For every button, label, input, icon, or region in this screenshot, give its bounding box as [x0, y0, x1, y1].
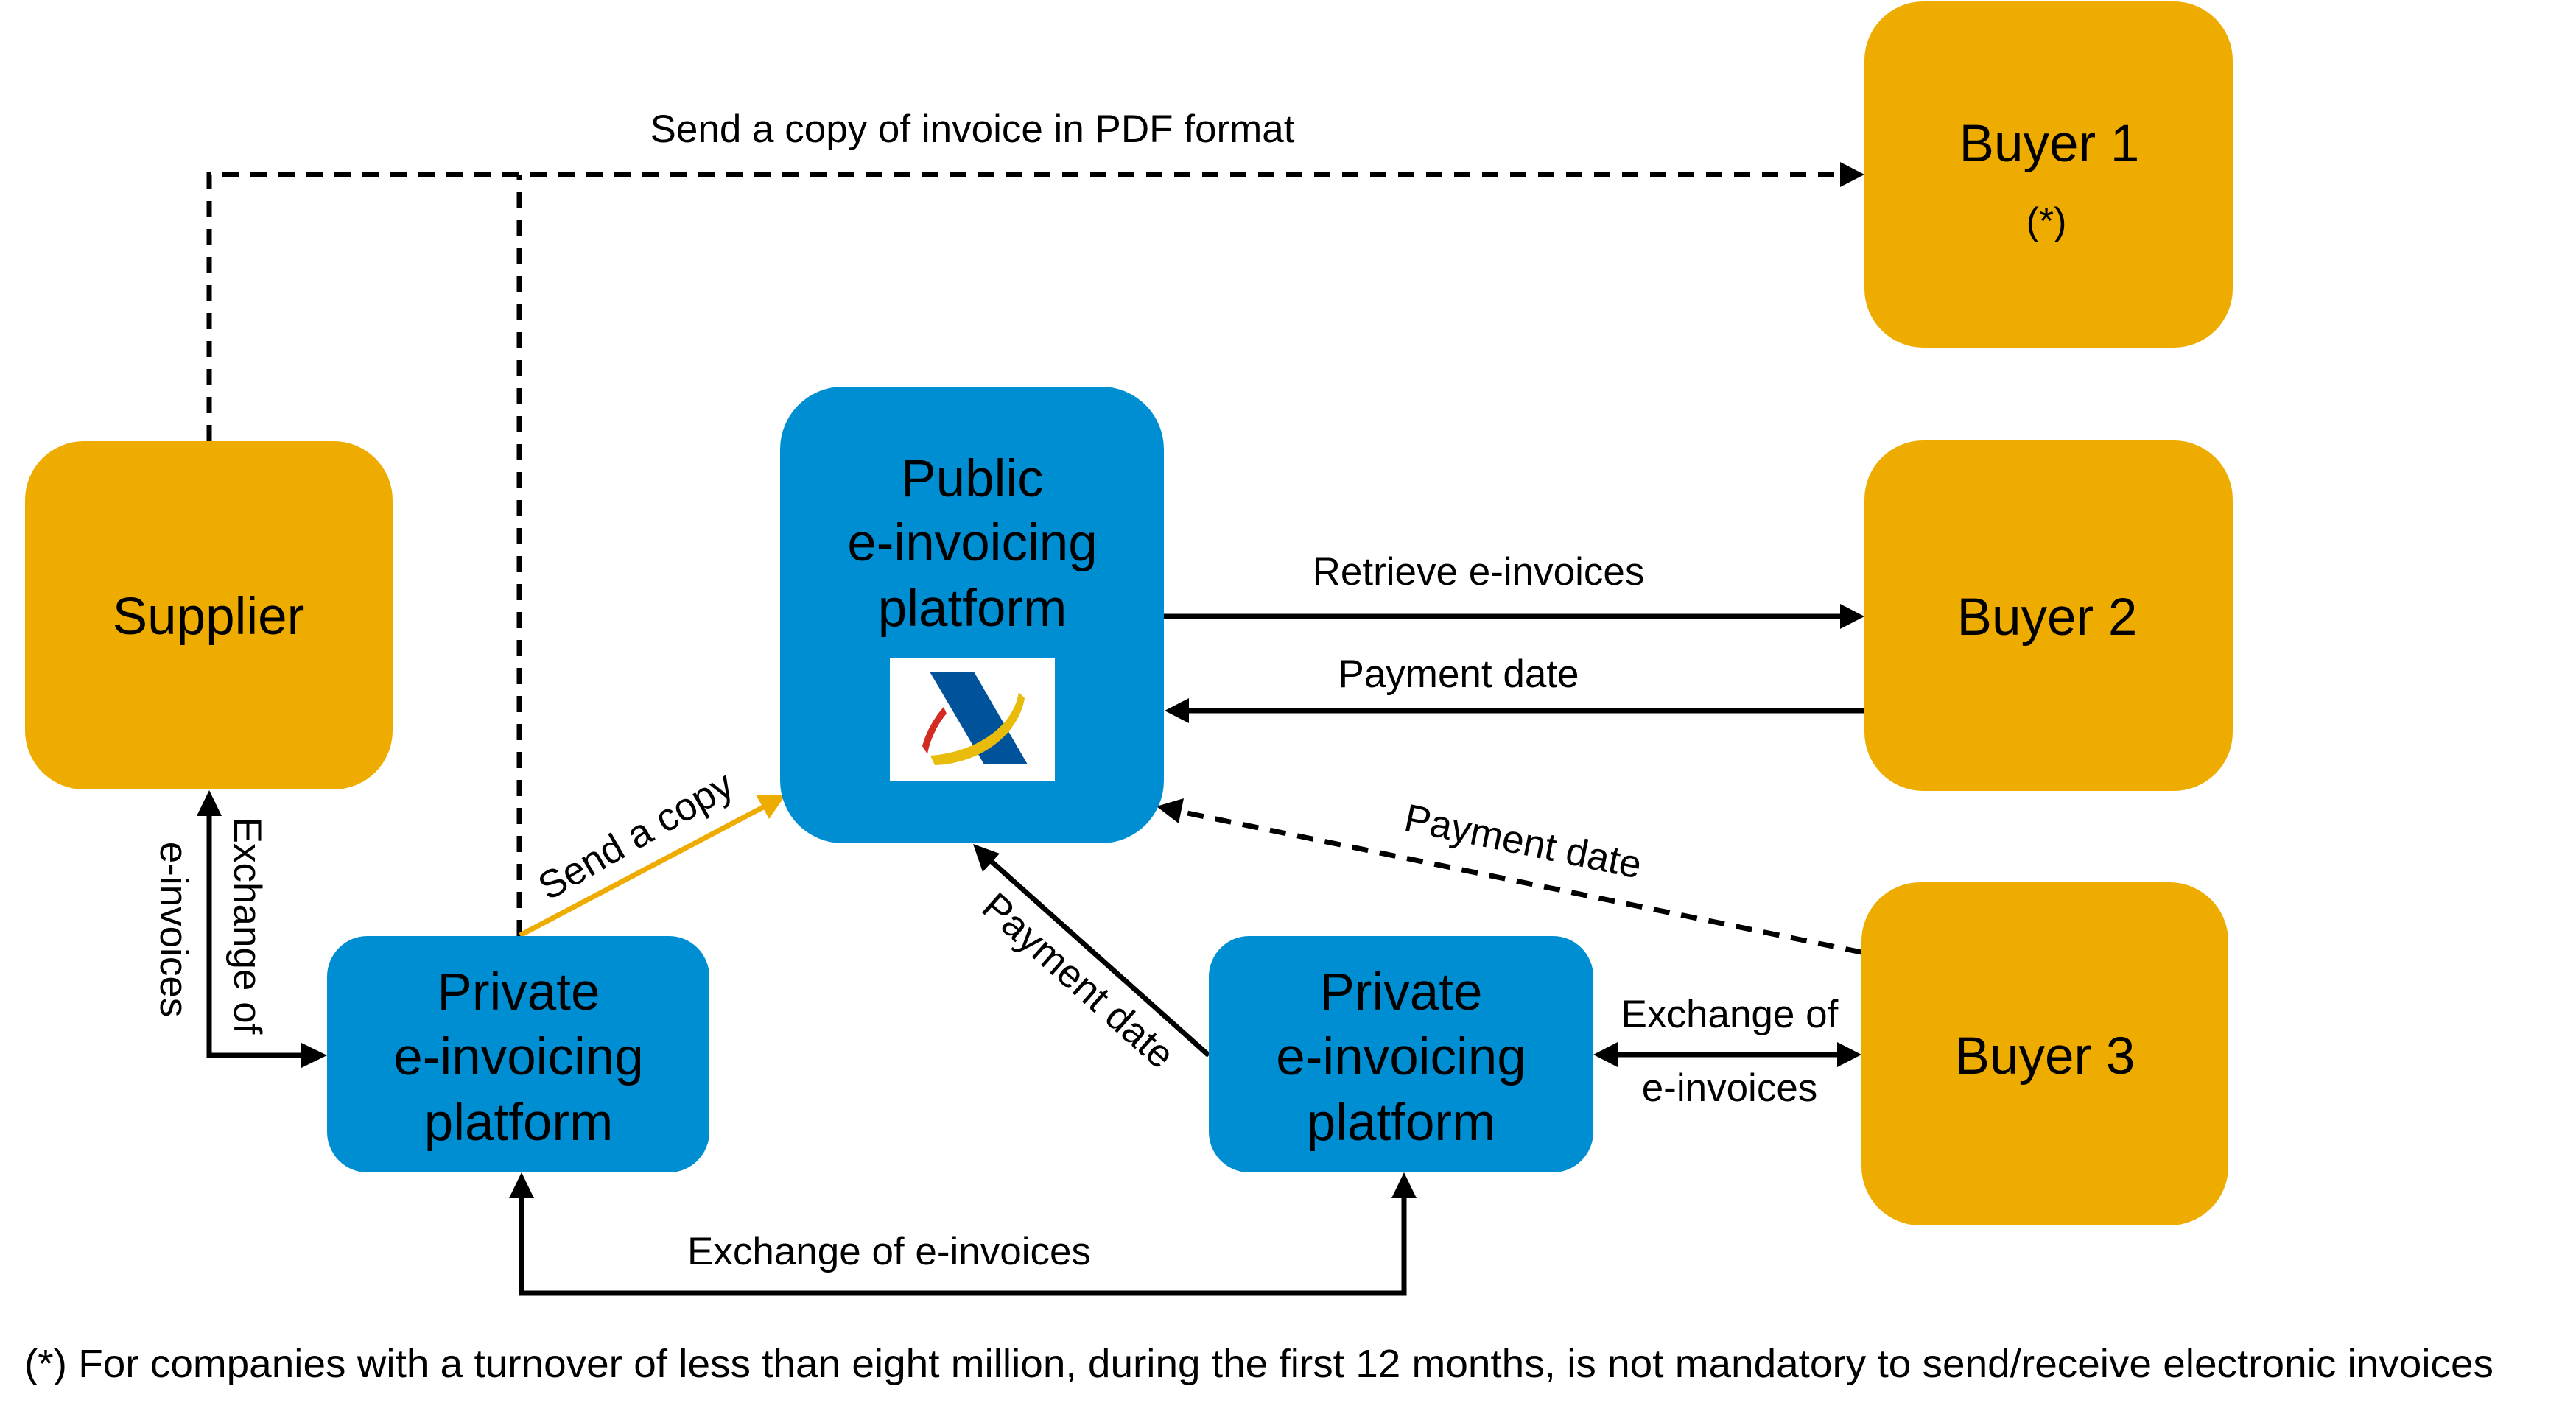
edge-retrieve: Retrieve e-invoices [1164, 550, 1864, 629]
edge-payment-buyer3: Payment date [1157, 796, 1862, 955]
private-left-line3: platform [424, 1094, 613, 1152]
supplier-box [25, 441, 393, 789]
private-right-line3: platform [1307, 1094, 1495, 1152]
edge-payment-private: Payment date [973, 844, 1211, 1077]
retrieve-label: Retrieve e-invoices [1313, 550, 1645, 594]
node-buyer2: Buyer 2 [1864, 440, 2233, 791]
node-public-platform: Public e-invoicing platform [780, 387, 1164, 843]
arrowhead-to-buyer2 [1840, 604, 1864, 629]
pdf-copy-label: Send a copy of invoice in PDF format [650, 108, 1295, 151]
buyer1-note: (*) [2026, 200, 2067, 243]
logo-blue-stroke [930, 672, 1028, 764]
arrowhead-to-private-right-bottom [1391, 1172, 1417, 1198]
private-right-line1: Private [1320, 963, 1483, 1021]
arrowhead-to-supplier [197, 790, 222, 816]
node-buyer1: Buyer 1 (*) [1864, 1, 2233, 348]
private-right-line2: e-invoicing [1276, 1028, 1526, 1086]
public-platform-line1: Public [901, 450, 1043, 508]
arrowhead-to-buyer3 [1837, 1042, 1861, 1067]
supplier-private-line [206, 814, 303, 1058]
payment-buyer2-label: Payment date [1338, 653, 1579, 696]
payment-private-line [988, 858, 1211, 1058]
arrowhead-payment-buyer2 [1165, 698, 1189, 723]
edge-supplier-private: Exchange of e-invoices [152, 790, 327, 1068]
buyer1-label: Buyer 1 [1959, 115, 2140, 173]
buyer1-box [1864, 1, 2233, 348]
public-platform-box [780, 387, 1164, 843]
supplier-private-label-line2: e-invoices [152, 842, 195, 1018]
buyer2-label: Buyer 2 [1957, 588, 2138, 647]
arrowhead-to-private-right [1593, 1042, 1618, 1067]
public-platform-line2: e-invoicing [847, 514, 1097, 572]
private-left-line2: e-invoicing [393, 1028, 643, 1086]
buyer3-box [1861, 882, 2228, 1225]
buyer2-box [1864, 440, 2233, 791]
public-platform-line3: platform [878, 580, 1067, 638]
node-private-platform-right: Private e-invoicing platform [1209, 936, 1593, 1172]
arrowhead-send-copy [756, 795, 785, 819]
arrowhead-to-private-left [301, 1043, 327, 1068]
supplier-label: Supplier [113, 588, 305, 646]
arrowhead-to-buyer1 [1840, 162, 1864, 187]
private-platform-left-box [327, 936, 709, 1172]
logo-yellow-arc [930, 692, 1025, 765]
edge-private-private: Exchange of e-invoices [509, 1172, 1417, 1296]
payment-private-label: Payment date [974, 884, 1182, 1077]
edge-private-buyer3: Exchange of e-invoices [1593, 993, 1861, 1110]
payment-buyer3-label: Payment date [1400, 796, 1645, 887]
node-buyer3: Buyer 3 [1861, 882, 2228, 1225]
send-copy-line [519, 804, 765, 938]
private-private-line [519, 1197, 1407, 1296]
edge-send-copy: Send a copy [519, 762, 785, 938]
payment-buyer3-line [1179, 809, 1862, 955]
edge-pdf-copy: Send a copy of invoice in PDF format [206, 108, 1864, 936]
private-buyer3-label-line1: Exchange of [1621, 993, 1839, 1036]
buyer3-label: Buyer 3 [1955, 1027, 2135, 1086]
arrowhead-payment-buyer3 [1157, 798, 1184, 823]
arrowhead-to-private-left-bottom [509, 1172, 534, 1198]
footnote: (*) For companies with a turnover of les… [24, 1342, 2493, 1386]
arrowhead-payment-private [973, 844, 1000, 872]
tax-agency-logo-icon [890, 658, 1055, 781]
node-supplier: Supplier [25, 441, 393, 789]
private-private-label: Exchange of e-invoices [687, 1230, 1091, 1273]
supplier-private-label-line1: Exchange of [225, 817, 269, 1035]
edge-payment-buyer2: Payment date [1165, 653, 1864, 723]
private-buyer3-label-line2: e-invoices [1642, 1066, 1818, 1110]
logo-red-arc [922, 707, 947, 754]
node-private-platform-left: Private e-invoicing platform [327, 936, 709, 1172]
private-left-line1: Private [438, 963, 600, 1021]
pdf-copy-line-supplier [206, 172, 1842, 441]
private-platform-right-box [1209, 936, 1593, 1172]
